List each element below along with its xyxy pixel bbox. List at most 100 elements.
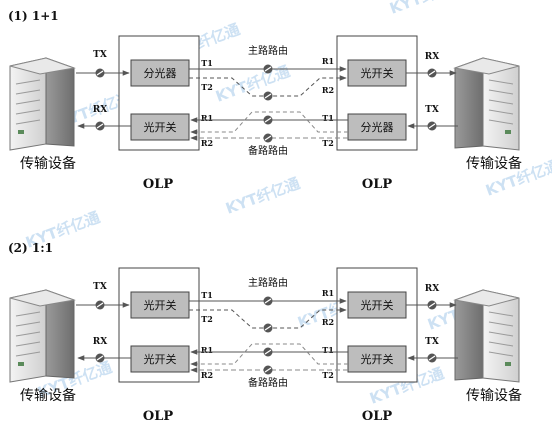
right-tx-label: TX	[425, 105, 439, 115]
server-slot	[15, 79, 41, 85]
connector-slash	[264, 93, 272, 99]
server-slot	[15, 89, 41, 95]
left-tx-connector-icon	[95, 68, 105, 78]
right-top-module-label: 光开关	[361, 66, 394, 80]
backup-cross-line	[190, 111, 348, 135]
server-slot	[488, 341, 514, 347]
left-top-module-label: 分光器	[144, 66, 177, 80]
main-standby-cross-line	[189, 75, 347, 97]
left-device-label: 传输设备	[20, 387, 76, 404]
right-olp-label: OLP	[362, 177, 392, 192]
server-slot	[488, 321, 514, 327]
right-tx-connector-icon	[427, 353, 437, 363]
right-port-t2: T2	[322, 138, 334, 148]
left-rx-connector-icon	[95, 353, 105, 363]
left-top-module-label: 光开关	[144, 298, 177, 312]
connector-slash	[96, 123, 104, 129]
main-route-label: 主路路由	[248, 276, 288, 289]
right-port-r1: R1	[322, 288, 334, 298]
connector-slash	[264, 325, 272, 331]
backup-route-connector-icon	[263, 133, 273, 143]
server-slot	[15, 109, 41, 115]
left-port-t2: T2	[201, 314, 213, 324]
right-port-r1: R1	[322, 56, 334, 66]
server-led	[505, 130, 511, 134]
main-route-label: 主路路由	[248, 44, 288, 57]
watermark-logo: KYT纤亿通	[223, 174, 302, 217]
left-tx-label: TX	[93, 50, 107, 60]
return-route-connector-icon	[263, 115, 273, 125]
server-slot	[15, 351, 41, 357]
right-device-label: 传输设备	[466, 387, 522, 404]
left-rx-label: RX	[93, 105, 107, 115]
connector-slash	[264, 367, 272, 373]
server-slot	[15, 119, 41, 125]
main-standby-cross-line	[189, 307, 347, 329]
left-port-r2: R2	[201, 138, 213, 148]
server-top	[453, 289, 520, 307]
left-top-module	[130, 291, 190, 319]
right-port-t1: T1	[322, 345, 334, 355]
watermark-logo: KYT纤亿通	[387, 0, 466, 18]
server-top	[453, 57, 520, 75]
left-rx-label: RX	[93, 337, 107, 347]
right-port-r2: R2	[322, 85, 334, 95]
left-transmission-device-icon	[9, 289, 76, 383]
server-slot	[15, 311, 41, 317]
backup-route-label: 备路路由	[248, 376, 288, 389]
left-transmission-device-icon	[9, 57, 76, 151]
server-slot	[15, 341, 41, 347]
connector-slash	[428, 302, 436, 308]
connector-slash	[428, 70, 436, 76]
backup-cross-line	[190, 343, 348, 367]
right-tx-label: TX	[425, 337, 439, 347]
right-tx-connector-icon	[427, 121, 437, 131]
section-title: (1) 1+1	[8, 9, 59, 23]
connector-slash	[264, 135, 272, 141]
connector-slash	[264, 66, 272, 72]
left-bottom-module	[130, 345, 190, 373]
server-top	[9, 289, 76, 307]
connector-slash	[428, 355, 436, 361]
connector-slash	[264, 117, 272, 123]
left-bottom-module-label: 光开关	[144, 352, 177, 366]
backup-route-label: 备路路由	[248, 144, 288, 157]
right-rx-label: RX	[425, 284, 439, 294]
left-bottom-module-label: 光开关	[144, 120, 177, 134]
server-slot	[15, 331, 41, 337]
right-olp-label: OLP	[362, 409, 392, 424]
server-slot	[488, 119, 514, 125]
server-led	[18, 362, 24, 366]
server-slot	[488, 351, 514, 357]
left-port-r1: R1	[201, 113, 213, 123]
right-port-t1: T1	[322, 113, 334, 123]
right-port-r2: R2	[322, 317, 334, 327]
right-top-module	[347, 59, 407, 87]
right-port-t2: T2	[322, 370, 334, 380]
left-olp-label: OLP	[143, 409, 173, 424]
server-slot	[488, 331, 514, 337]
server-slot	[488, 89, 514, 95]
server-slot	[15, 321, 41, 327]
right-rx-connector-icon	[427, 300, 437, 310]
connector-slash	[428, 123, 436, 129]
server-led	[505, 362, 511, 366]
server-slot	[488, 311, 514, 317]
right-bottom-module	[347, 345, 407, 373]
right-bottom-module-label: 光开关	[361, 352, 394, 366]
main-route-connector-icon	[263, 296, 273, 306]
server-slot	[488, 79, 514, 85]
left-top-module	[130, 59, 190, 87]
left-rx-connector-icon	[95, 121, 105, 131]
backup-route-connector-icon	[263, 365, 273, 375]
server-top	[9, 57, 76, 75]
server-slot	[488, 99, 514, 105]
connector-slash	[96, 70, 104, 76]
cross-connector-icon	[263, 91, 273, 101]
left-bottom-module	[130, 113, 190, 141]
left-port-t1: T1	[201, 290, 213, 300]
right-rx-label: RX	[425, 52, 439, 62]
return-route-connector-icon	[263, 347, 273, 357]
